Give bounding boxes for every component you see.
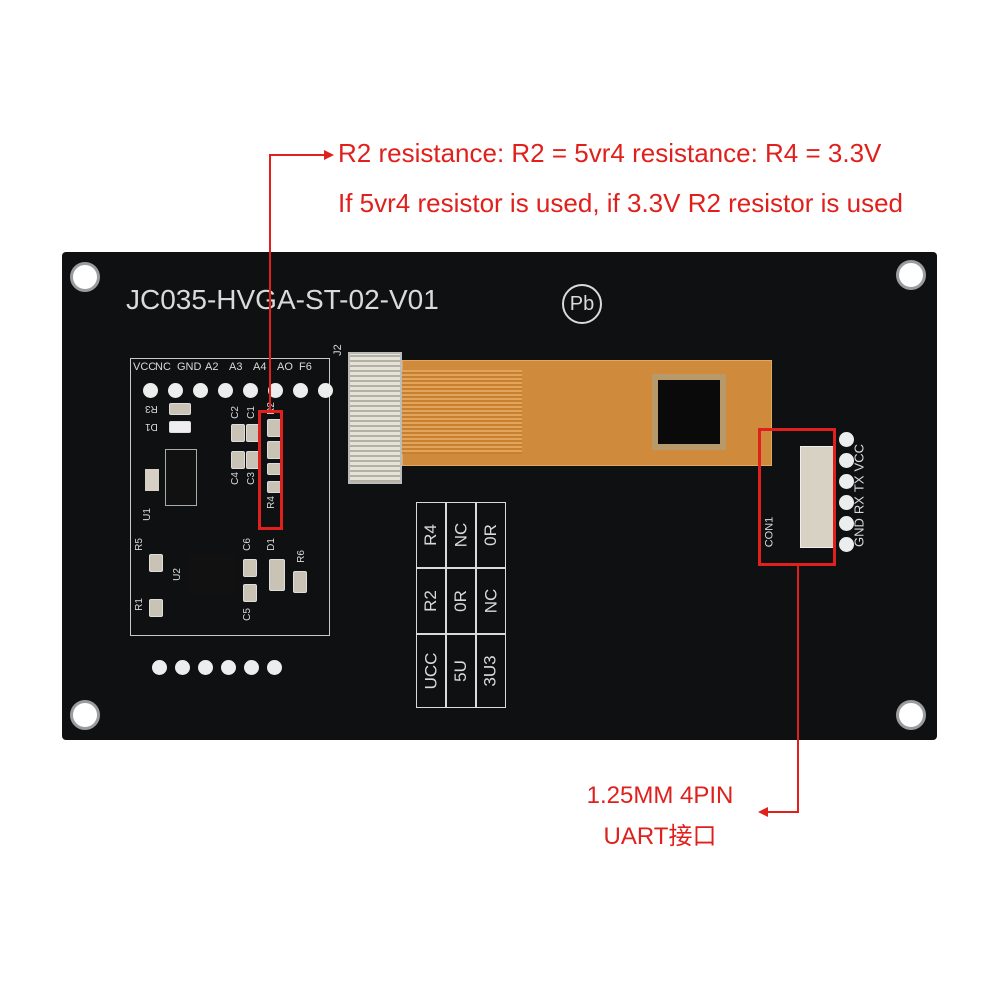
pb-free-icon: Pb bbox=[562, 284, 602, 324]
uart-highlight-box bbox=[758, 428, 836, 566]
arrow-to-bottom-text bbox=[766, 566, 799, 813]
board-model-label: JC035-HVGA-ST-02-V01 bbox=[126, 284, 439, 315]
mounting-hole bbox=[896, 260, 926, 290]
fpc-connector-j2 bbox=[348, 352, 402, 484]
r2-r4-highlight-box bbox=[258, 410, 283, 530]
annotation-line-1: R2 resistance: R2 = 5vr4 resistance: R4 … bbox=[338, 138, 882, 168]
annotation-line-2: If 5vr4 resistor is used, if 3.3V R2 res… bbox=[338, 188, 903, 218]
mounting-hole bbox=[70, 700, 100, 730]
header-label: GND bbox=[177, 361, 202, 373]
pcb-board: JC035-HVGA-ST-02-V01 Pb VCC NC GND A2 A3… bbox=[62, 252, 937, 740]
pb-free-label: Pb bbox=[569, 292, 595, 315]
arrowhead-icon bbox=[324, 150, 334, 160]
header-label: A2 bbox=[205, 361, 219, 373]
mounting-hole bbox=[896, 700, 926, 730]
regulator-u1 bbox=[165, 449, 197, 506]
uart-pads bbox=[839, 432, 854, 552]
header-label: VCC bbox=[133, 361, 157, 373]
header-labels: VCC NC GND A2 A3 A4 AO F6 bbox=[133, 361, 319, 373]
header-pads bbox=[143, 383, 333, 398]
bottom-pads bbox=[152, 660, 282, 675]
header-label: A3 bbox=[229, 361, 243, 373]
arrow-to-top-text bbox=[269, 154, 326, 410]
header-label: AO bbox=[277, 361, 293, 373]
header-label: NC bbox=[155, 361, 171, 373]
header-label: A4 bbox=[253, 361, 267, 373]
uart-annotation-line-2: UART接口 bbox=[603, 823, 717, 850]
driver-chip bbox=[652, 374, 726, 450]
mounting-hole bbox=[70, 262, 100, 292]
ic-u2 bbox=[187, 554, 237, 594]
header-label: F6 bbox=[299, 361, 312, 373]
uart-connector bbox=[800, 446, 836, 548]
arrowhead-icon bbox=[758, 807, 768, 817]
uart-annotation-line-1: 1.25MM 4PIN bbox=[586, 782, 734, 809]
